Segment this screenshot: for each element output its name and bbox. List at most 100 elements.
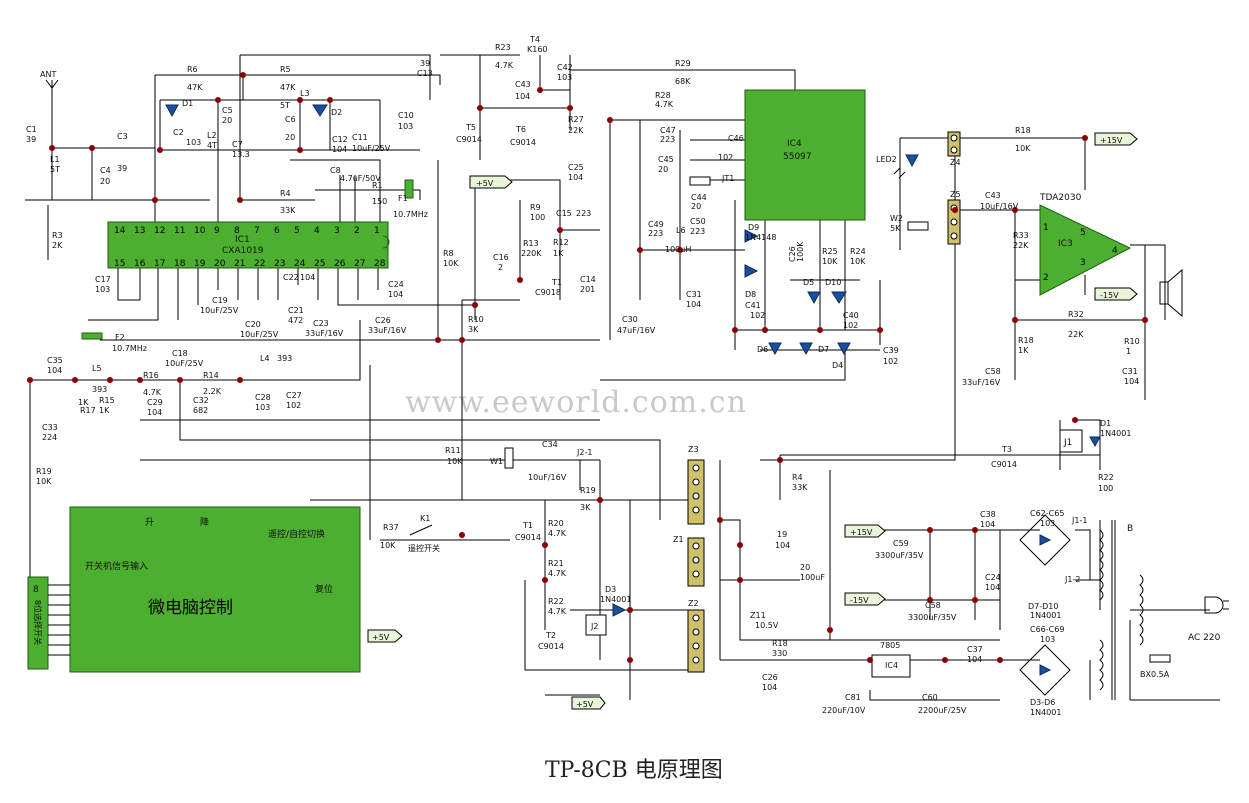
- junction-node: [627, 657, 633, 663]
- label-l4: L4: [260, 354, 270, 363]
- junction-node: [1142, 317, 1148, 323]
- label-w2: W2: [890, 214, 903, 223]
- label-r32-value: 22K: [1068, 330, 1084, 339]
- label-r19b-value: 3K: [580, 503, 591, 512]
- label-j12: J1-2: [1064, 575, 1080, 584]
- label-c24b: C24: [985, 573, 1001, 582]
- ic3-pin-5: 5: [1080, 228, 1086, 238]
- selector-pins: [48, 584, 70, 656]
- label-c19-value: 10uF/25V: [200, 306, 239, 315]
- ic1-bottom-pin-22: 22: [254, 259, 265, 269]
- filter-f2: [81, 332, 103, 340]
- label-r17: R17: [80, 406, 96, 415]
- label-c24b-value: 104: [985, 583, 1000, 592]
- label-d3d6-value: 1N4001: [1030, 708, 1061, 717]
- label-c11-value: 10uF/25V: [352, 144, 391, 153]
- label-r11-value: 10K: [447, 457, 463, 466]
- label-l2: L2: [207, 131, 217, 140]
- ic1-bottom-pin-18: 18: [174, 259, 186, 269]
- label-r27: R27: [568, 115, 584, 124]
- rail-p5-bottom: +5V: [576, 700, 594, 709]
- label-ic4b-value: 7805: [880, 641, 900, 650]
- label-z11-value: 10.5V: [755, 621, 779, 630]
- label-r10b-value: 1: [1126, 347, 1131, 356]
- junction-node: [737, 577, 743, 583]
- label-r13: R13: [523, 239, 539, 248]
- label-c23: C23: [313, 319, 329, 328]
- label-r16: R16: [143, 371, 159, 380]
- label-t1-value: C9018: [535, 288, 561, 297]
- label-d1: D1: [182, 99, 193, 108]
- junction-node: [542, 542, 548, 548]
- junction-node: [435, 337, 441, 343]
- label-r15-value: 1K: [99, 406, 110, 415]
- ic3-amplifier: [1039, 204, 1132, 296]
- label-c6-value: 20: [285, 133, 295, 142]
- label-r37-value: 10K: [380, 541, 396, 550]
- label-r3-value: 2K: [52, 241, 63, 250]
- label-c3: C3: [117, 132, 128, 141]
- antenna-symbol: [45, 79, 59, 89]
- label-c6: C6: [285, 115, 296, 124]
- label-c50: C50: [690, 217, 706, 226]
- label-c17-value: 103: [95, 285, 110, 294]
- label-r14: R14: [203, 371, 219, 380]
- label-c14-value: 201: [580, 285, 595, 294]
- label-r25-value: 10K: [822, 257, 838, 266]
- label-r25: R25: [822, 247, 838, 256]
- label-d7: D7: [818, 345, 829, 354]
- label-t4: T4: [529, 35, 540, 44]
- label-r1-value: 150: [372, 197, 387, 206]
- junction-node: [927, 527, 933, 533]
- junction-node: [732, 327, 738, 333]
- junction-node: [297, 147, 303, 153]
- label-l1-value: 5T: [50, 165, 60, 174]
- fuse-bx: [1149, 654, 1171, 663]
- label-c58b: C58: [925, 601, 941, 610]
- label-c43-value: 104: [515, 92, 530, 101]
- label-c7: C7: [232, 140, 243, 149]
- label-l4-value: 393: [277, 354, 292, 363]
- label-r22: R22: [548, 597, 564, 606]
- label-r24-value: 10K: [850, 257, 866, 266]
- ic1-bottom-pin-27: 27: [354, 259, 365, 269]
- label-t1: T1: [551, 278, 562, 287]
- junction-node: [827, 627, 833, 633]
- label-c34-value: 10uF/16V: [528, 473, 567, 482]
- ic1-bottom-pin-23: 23: [274, 259, 285, 269]
- mcu-down-label: 降: [200, 516, 209, 528]
- label-c32-value: 682: [193, 406, 208, 415]
- label-r3: R3: [52, 231, 63, 240]
- label-t1b-value: C9014: [515, 533, 541, 542]
- label-r16-value: 4.7K: [143, 388, 162, 397]
- label-j11: J1-1: [1071, 516, 1087, 525]
- label-b: B: [1127, 524, 1133, 534]
- label-r33-value: 22K: [1013, 241, 1029, 250]
- label-c26c: C26: [762, 673, 778, 682]
- label-r21-value: 4.7K: [548, 569, 567, 578]
- label-c31: C31: [686, 290, 702, 299]
- k1-switch: [409, 524, 433, 536]
- junction-node: [27, 377, 33, 383]
- label-c81-value: 220uF/10V: [822, 706, 866, 715]
- label-z5: Z5: [950, 190, 961, 199]
- junction-node: [817, 327, 823, 333]
- junction-node: [877, 327, 883, 333]
- connector-pins: [692, 134, 958, 664]
- label-r10-value: 3K: [468, 325, 479, 334]
- relay-j1: [1059, 429, 1083, 453]
- rail-m15-psu: -15V: [850, 596, 869, 605]
- label-r21: R21: [548, 559, 564, 568]
- label-t5: T5: [465, 123, 476, 132]
- label-c20-value: 10uF/25V: [240, 330, 279, 339]
- label-d10: D10: [825, 278, 841, 287]
- label-c43b: C43: [985, 191, 1001, 200]
- label-l5: L5: [92, 364, 102, 373]
- label-r20: R20: [548, 519, 564, 528]
- junction-node: [677, 247, 683, 253]
- label-c11: C11: [352, 133, 368, 142]
- junction-node: [972, 597, 978, 603]
- label-c26b: C26: [788, 246, 797, 262]
- ac-plug-icon: [1204, 596, 1229, 614]
- label-c19: C19: [212, 296, 228, 305]
